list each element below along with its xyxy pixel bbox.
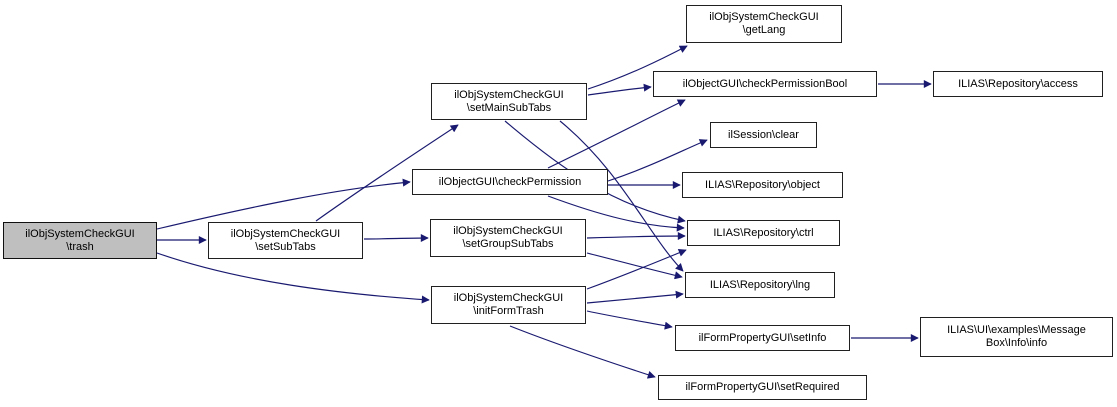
node-label-line: ILIAS\Repository\ctrl [713, 226, 814, 239]
node-checkPermission[interactable]: ilObjectGUI\checkPermission [412, 169, 608, 195]
node-label-line: Box\Info\info [985, 337, 1048, 349]
call-edge-setSubTabs-to-setMainSubTabs [315, 124, 459, 222]
node-label-line: ilObjectGUI\checkPermissionBool [682, 77, 848, 90]
call-edge-initFormTrash-to-ctrl [586, 249, 687, 290]
call-edge-initFormTrash-to-lng [586, 290, 684, 304]
call-edge-initFormTrash-to-setInfo [586, 310, 673, 330]
node-ctrl[interactable]: ILIAS\Repository\ctrl [687, 220, 840, 246]
node-label-line: ILIAS\Repository\lng [709, 278, 811, 291]
call-edge-trash-to-checkPermission [156, 178, 411, 230]
node-setRequired[interactable]: ilFormPropertyGUI\setRequired [658, 375, 867, 400]
node-label-line: ilSession\clear [728, 128, 799, 141]
node-trash[interactable]: ilObjSystemCheckGUI\trash [3, 222, 157, 259]
node-checkPermissionBool[interactable]: ilObjectGUI\checkPermissionBool [653, 71, 877, 97]
call-edge-setGroupSubTabs-to-ctrl [586, 232, 686, 241]
call-edge-initFormTrash-to-setRequired [509, 325, 656, 379]
call-edge-setGroupSubTabs-to-lng [586, 252, 683, 280]
call-edge-setMainSubTabs-to-checkPermissionBool [587, 83, 652, 96]
node-lng[interactable]: ILIAS\Repository\lng [685, 272, 835, 298]
node-label-line: ilObjectGUI\checkPermission [438, 175, 582, 188]
call-edge-trash-to-initFormTrash [156, 252, 430, 304]
node-getLang[interactable]: ilObjSystemCheckGUI\getLang [686, 5, 842, 43]
node-label-line: \trash [66, 240, 94, 253]
call-edge-setSubTabs-to-setGroupSubTabs [363, 234, 429, 243]
node-label-line: ilFormPropertyGUI\setInfo [698, 331, 827, 344]
node-label-line: ilObjSystemCheckGUI [453, 225, 563, 237]
call-edge-setMainSubTabs-to-getLang [587, 45, 688, 90]
node-label-line: \getLang [742, 24, 786, 36]
node-label-line: ilObjSystemCheckGUI [453, 292, 564, 304]
node-label-line: ILIAS\UI\examples\Message [947, 324, 1086, 336]
node-label-line: \setGroupSubTabs [462, 238, 554, 250]
node-label-line: ILIAS\Repository\access [958, 77, 1078, 90]
call-edge-checkPermission-to-clear [607, 139, 708, 182]
call-edge-checkPermission-to-checkPermissionBool [547, 99, 686, 169]
node-clear[interactable]: ilSession\clear [710, 122, 817, 148]
node-label-line: ilObjSystemCheckGUI [454, 88, 564, 101]
call-edge-checkPermission-to-ctrl [547, 195, 685, 232]
node-setInfo[interactable]: ilFormPropertyGUI\setInfo [675, 325, 850, 351]
node-initFormTrash[interactable]: ilObjSystemCheckGUI\initFormTrash [431, 286, 586, 324]
node-label-line: ilObjSystemCheckGUI [25, 227, 135, 240]
node-setMainSubTabs[interactable]: ilObjSystemCheckGUI\setMainSubTabs [431, 83, 587, 120]
node-label-line: ILIAS\Repository\object [705, 178, 820, 191]
node-label-line: \setMainSubTabs [466, 101, 552, 114]
node-setGroupSubTabs[interactable]: ilObjSystemCheckGUI\setGroupSubTabs [430, 219, 586, 257]
node-label-line: ilObjSystemCheckGUI [709, 11, 819, 23]
node-label-line: ilObjSystemCheckGUI [230, 227, 341, 240]
node-access[interactable]: ILIAS\Repository\access [933, 71, 1103, 97]
node-label-line: \setSubTabs [255, 240, 316, 253]
node-label-line: \initFormTrash [473, 305, 544, 317]
node-object[interactable]: ILIAS\Repository\object [682, 172, 843, 198]
node-label-line: ilFormPropertyGUI\setRequired [685, 381, 840, 393]
node-setSubTabs[interactable]: ilObjSystemCheckGUI\setSubTabs [208, 222, 363, 259]
